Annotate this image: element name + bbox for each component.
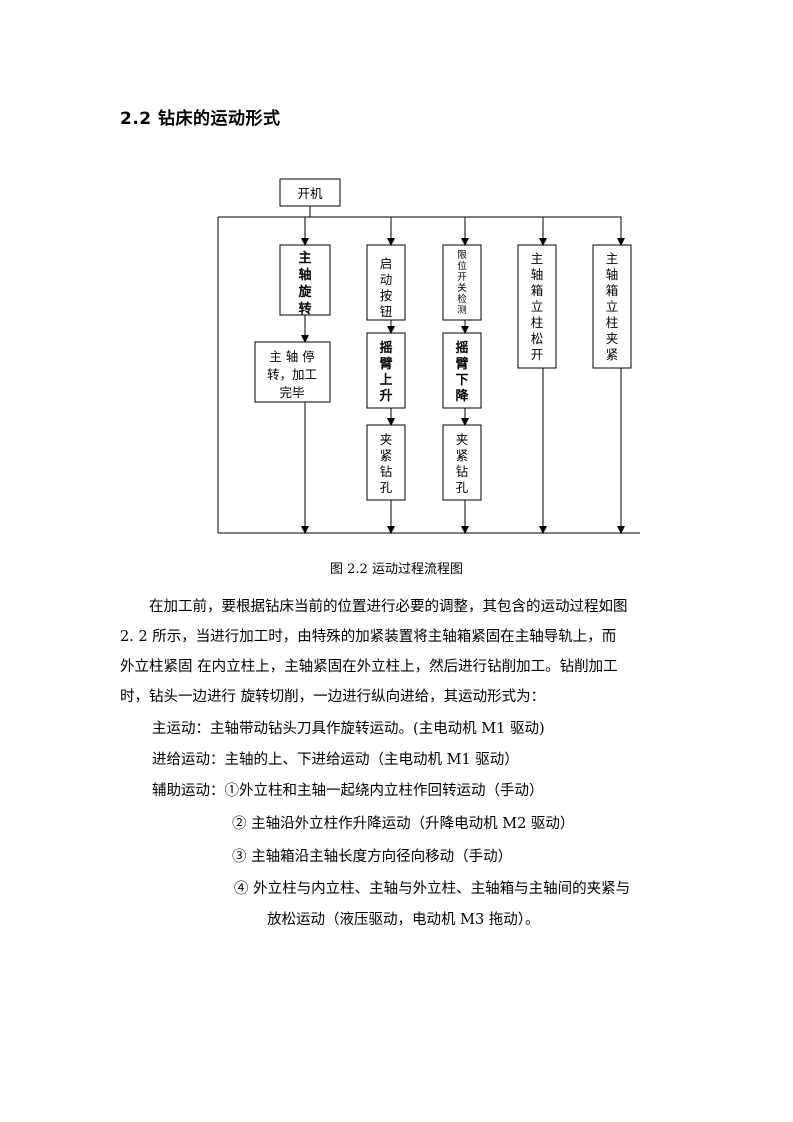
flow-node-label: 转	[298, 301, 311, 317]
paragraph-line: 在加工前，要根据钻床当前的位置进行必要的调整，其包含的运动过程如图	[120, 599, 628, 615]
flow-node-label: 钮	[380, 304, 393, 319]
start-box	[279, 178, 341, 207]
aux-item-3: ③ 主轴箱沿主轴长度方向径向移动（手动）	[232, 849, 513, 865]
flow-node-label: 下	[455, 373, 468, 388]
flow-node-label: 转，加工	[267, 367, 317, 382]
flow-node-label: 孔	[380, 480, 393, 495]
flow-node-label: 主	[606, 251, 619, 266]
flow-node-label: 限	[457, 250, 467, 261]
flow-node-label: 箱	[606, 283, 619, 298]
flow-node-label: 夹	[380, 432, 393, 447]
flow-node-label: 松	[531, 331, 544, 346]
figure-caption: 图 2.2 运动过程流程图	[330, 562, 463, 577]
flow-node-label: 开	[531, 347, 544, 362]
section-heading: 2.2 钻床的运动形式	[120, 109, 281, 129]
motion-main: 主运动：主轴带动钻头刀具作旋转运动。(主电动机 M1 驱动)	[152, 721, 545, 737]
flow-node-label: 钻	[456, 464, 469, 479]
box-clamp-drill-a	[366, 424, 406, 501]
flow-node-label: 关	[457, 282, 467, 294]
flow-node-label: 旋	[297, 284, 312, 300]
start-label: 开机	[297, 186, 323, 201]
flow-node-label: 立	[606, 299, 619, 314]
flow-node-label: 摇	[379, 340, 392, 356]
flow-node-label: 紧	[380, 448, 393, 463]
flow-node-label: 轴	[531, 267, 544, 282]
flow-node-label: 位	[457, 260, 467, 272]
motion-feed: 进给运动：主轴的上、下进给运动（主电动机 M1 驱动）	[152, 752, 519, 768]
paragraph-line: 时，钻头一边进行 旋转切削，一边进行纵向进给，其运动形式为：	[120, 689, 546, 705]
flow-node-label: 动	[380, 272, 393, 287]
motion-auxiliary: 辅助运动：①外立柱和主轴一起绕内立柱作回转运动（手动）	[152, 783, 544, 799]
box-headstock-column-clamp	[592, 244, 632, 369]
box-arm-raise	[366, 332, 406, 409]
box-start-button	[366, 244, 406, 321]
body-paragraph: 在加工前，要根据钻床当前的位置进行必要的调整，其包含的运动过程如图 2. 2 所…	[120, 592, 676, 712]
flow-node-label: 钻	[380, 464, 393, 479]
flow-node-label: 测	[457, 305, 467, 316]
flow-node-label: 主 轴 停	[269, 349, 314, 364]
flow-node-label: 臂	[379, 356, 392, 372]
flow-node-label: 立	[531, 299, 544, 314]
flow-node-label: 柱	[531, 315, 544, 330]
flow-node-label: 开	[457, 272, 467, 283]
aux-item-4-cont: 放松运动（液压驱动，电动机 M3 拖动）。	[267, 912, 540, 928]
box-arm-lower	[442, 332, 482, 409]
paragraph-line: 外立柱紧固 在内立柱上，主轴紧固在外立柱上，然后进行钻削加工。钻削加工	[120, 659, 618, 675]
box-spindle-rotate	[279, 244, 331, 316]
box-spindle-stop	[254, 341, 331, 403]
flow-node-label: 上	[379, 373, 392, 388]
flow-node-label: 臂	[455, 356, 468, 372]
box-headstock-column-release	[517, 244, 557, 369]
flow-node-label: 按	[380, 288, 393, 303]
box-limit-switch	[442, 244, 482, 321]
flow-node-label: 轴	[298, 267, 311, 283]
flow-node-label: 主	[298, 250, 311, 266]
flow-node-label: 完毕	[279, 385, 304, 400]
flow-node-label: 启	[380, 256, 393, 271]
flow-node-label: 紧	[606, 347, 619, 362]
aux-item-4: ④ 外立柱与内立柱、主轴与外立柱、主轴箱与主轴间的夹紧与	[234, 881, 631, 897]
flow-node-label: 主	[531, 251, 544, 266]
flow-node-label: 降	[455, 388, 469, 404]
flow-node-label: 夹	[606, 331, 619, 346]
flow-node-label: 箱	[531, 283, 544, 298]
paragraph-line: 2. 2 所示，当进行加工时，由特殊的加紧装置将主轴箱紧固在主轴导轨上，而	[120, 629, 617, 645]
flow-node-label: 升	[379, 388, 392, 404]
flow-node-label: 摇	[455, 340, 468, 356]
flow-node-label: 柱	[606, 315, 619, 330]
box-clamp-drill-b	[442, 424, 482, 501]
flow-node-label: 检	[457, 293, 467, 305]
flow-node-label: 紧	[456, 448, 469, 463]
flow-node-label: 轴	[606, 267, 619, 282]
flow-node-label: 孔	[456, 480, 469, 495]
aux-item-2: ② 主轴沿外立柱作升降运动（升降电动机 M2 驱动）	[232, 816, 575, 832]
flow-node-label: 夹	[456, 432, 469, 447]
